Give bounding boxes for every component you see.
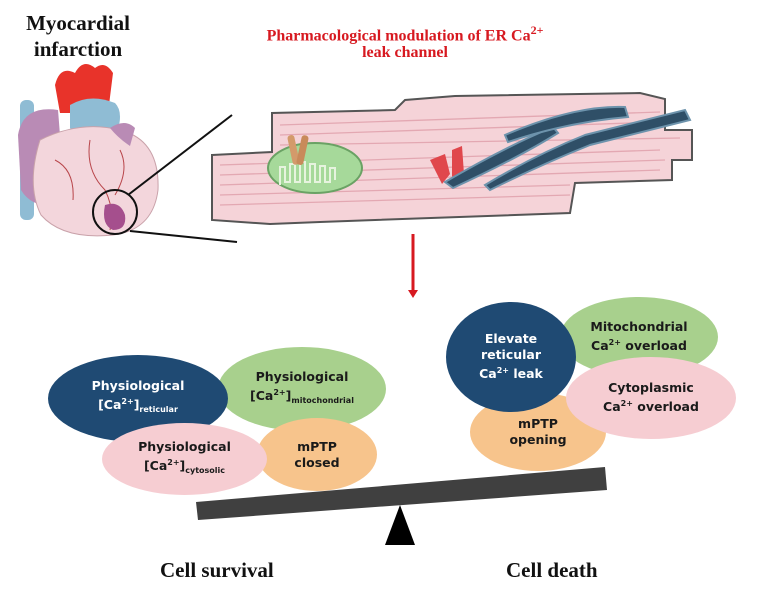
ellipse-text: Physiological (91, 378, 185, 394)
ca-prefix: [Ca (143, 458, 168, 474)
title-superscript: 2+ (530, 23, 544, 37)
ca-sup: 2+ (496, 366, 509, 376)
ellipse-physiological-mitochondrial: Physiological [Ca2+]mitochondrial (218, 347, 386, 431)
ellipse-text: mPTP (297, 438, 337, 454)
ca-sup: 2+ (273, 387, 286, 397)
ellipse-text: closed (294, 454, 340, 470)
mitochondrion-icon (267, 135, 363, 194)
endoplasmic-reticulum-icon (443, 105, 692, 192)
ca-prefix: Ca (603, 399, 621, 415)
ca-sup: 2+ (167, 457, 180, 467)
ellipse-text: Physiological (255, 368, 349, 384)
diagram-title: Pharmacological modulation of ER Ca2+ le… (255, 22, 555, 61)
ca-suffix: ] (285, 388, 292, 404)
ca-suffix: leak (509, 366, 543, 382)
ca-sup: 2+ (608, 338, 621, 348)
zoom-line-top (127, 114, 233, 196)
ellipse-text: reticular (480, 347, 542, 363)
ca-sub: cytosolic (185, 466, 226, 476)
zoom-line-bottom (129, 230, 238, 243)
ca-prefix: Ca (591, 338, 609, 354)
ca-prefix: Ca (479, 366, 497, 382)
ellipse-text: Cytoplasmic (608, 380, 694, 396)
cell-death-label: Cell death (506, 558, 598, 582)
balance-beam (196, 467, 607, 520)
ellipse-physiological-reticular: Physiological [Ca2+]reticular (48, 355, 228, 442)
ellipse-text: opening (509, 432, 567, 447)
ellipse-text: Mitochondrial (590, 319, 688, 335)
fulcrum-triangle-icon (385, 505, 415, 545)
ca-prefix: [Ca (98, 397, 122, 413)
myocardial-infarction-label: Myocardial infarction (26, 11, 130, 61)
ca-suffix: overload (620, 338, 687, 354)
ca-sup: 2+ (620, 399, 633, 409)
ellipse-cytoplasmic-overload: Cytoplasmic Ca2+ overload (566, 357, 736, 439)
ca-suffix: ] (179, 458, 186, 474)
heart-icon (18, 64, 159, 237)
ca-sub: mitochondrial (291, 396, 354, 406)
ellipse-text: Physiological (138, 438, 231, 454)
ca-suffix: overload (632, 399, 699, 415)
ca-sub: reticular (139, 405, 178, 415)
title-line1: Pharmacological modulation of ER Ca (266, 27, 531, 45)
ca-prefix: [Ca (250, 388, 274, 404)
title-line2: leak channel (362, 44, 448, 62)
down-arrow-icon (408, 234, 418, 298)
ellipse-text: mPTP (518, 416, 558, 431)
ca-sup: 2+ (121, 397, 134, 407)
zoom-circle (92, 189, 138, 235)
ellipse-physiological-cytosolic: Physiological [Ca2+]cytosolic (102, 423, 267, 495)
ca-suffix: ] (133, 397, 140, 413)
ellipse-text: Elevate (484, 331, 538, 347)
cell-survival-label: Cell survival (160, 558, 274, 582)
